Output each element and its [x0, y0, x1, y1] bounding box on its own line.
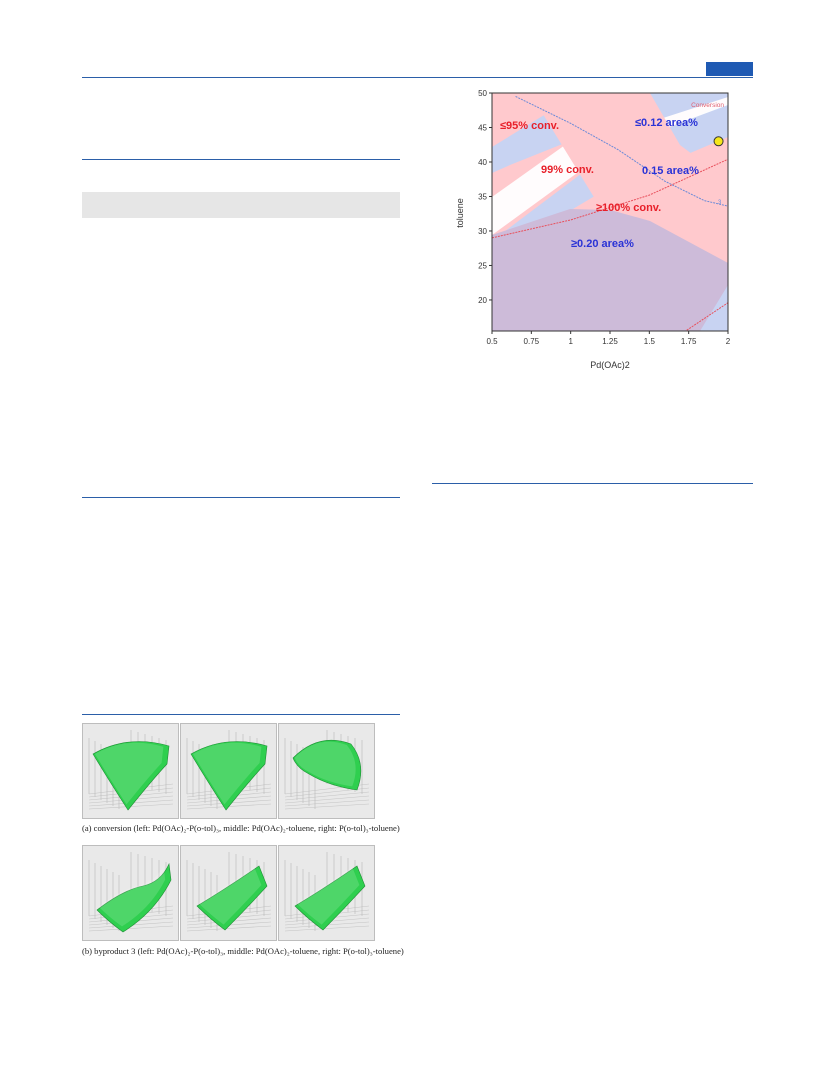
surface-panel-byprod-middle — [180, 845, 277, 941]
grid-line — [284, 925, 370, 932]
surface-mesh — [190, 741, 268, 811]
surface-highlight — [296, 867, 360, 925]
label-area-low: ≤0.12 area% — [635, 117, 698, 129]
surface-panel-byprod-right — [278, 845, 375, 941]
x-tick-label: 2 — [726, 337, 731, 346]
y-ticks: 20 25 30 35 40 45 50 — [478, 89, 492, 305]
grid-line — [284, 803, 370, 810]
label-area-high: ≥0.20 area% — [571, 238, 634, 250]
y-tick-label: 35 — [478, 192, 487, 201]
surface-mesh — [196, 865, 268, 931]
label-conv-high: ≥100% conv. — [596, 202, 661, 214]
contour-plot: 0.5 0.75 1 1.25 1.5 1.75 2 20 25 30 35 40 45 50 Pd(O… — [450, 85, 740, 375]
surface-row-b — [82, 845, 376, 941]
surface-highlight — [198, 867, 262, 925]
table-header-shade — [82, 192, 400, 218]
x-tick-label: 0.5 — [486, 337, 498, 346]
grid-line — [284, 799, 370, 807]
x-tick-label: 1.5 — [644, 337, 656, 346]
x-ticks: 0.5 0.75 1 1.25 1.5 1.75 2 — [486, 331, 731, 346]
grid-line — [186, 925, 272, 932]
surface-panel-conv-left — [82, 723, 179, 819]
grid-line — [88, 925, 174, 932]
x-tick-label: 1 — [568, 337, 573, 346]
contour-svg: 0.5 0.75 1 1.25 1.5 1.75 2 20 25 30 35 40 45 50 Pd(O… — [455, 89, 731, 370]
section-rule-2 — [82, 497, 400, 498]
section-rule-3 — [82, 714, 400, 715]
y-axis-label: toluene — [455, 198, 465, 228]
label-conv-low: ≤95% conv. — [500, 120, 559, 132]
y-tick-label: 40 — [478, 158, 487, 167]
optimum-point[interactable] — [713, 136, 724, 147]
surface-highlight — [98, 865, 166, 927]
surface-highlight — [294, 741, 356, 787]
surface-row-a — [82, 723, 376, 819]
y-tick-label: 50 — [478, 89, 487, 98]
surface-mesh — [96, 862, 172, 933]
grid-line — [284, 795, 370, 804]
region-red-lower — [530, 93, 728, 263]
conversion-contour — [492, 158, 728, 239]
label-area-mid: 0.15 area% — [642, 165, 699, 177]
page-tab — [706, 62, 753, 76]
surface-highlight — [193, 742, 262, 805]
conversion-contour — [684, 302, 728, 331]
y-tick-label: 30 — [478, 227, 487, 236]
surface-mesh — [294, 865, 366, 931]
surface-highlight — [95, 742, 164, 805]
label-conv-mid: 99% conv. — [541, 164, 594, 176]
x-tick-label: 0.75 — [524, 337, 540, 346]
surface-mesh — [92, 741, 170, 811]
region-blue-corner — [700, 285, 728, 331]
x-tick-label: 1.25 — [602, 337, 618, 346]
y-tick-label: 25 — [478, 261, 487, 270]
contour-lines — [492, 96, 728, 331]
header-rule — [82, 77, 753, 78]
section-rule-1 — [82, 159, 400, 160]
surface-panel-conv-right — [278, 723, 375, 819]
area-contour — [515, 96, 728, 207]
section-rule-right — [432, 483, 753, 484]
legend-text: Conversion — [691, 102, 724, 109]
y-tick-label: 20 — [478, 296, 487, 305]
contour-end-label: 3 — [718, 200, 722, 206]
surface-panel-conv-middle — [180, 723, 277, 819]
region-purple-bottom — [492, 215, 728, 331]
x-tick-label: 1.75 — [681, 337, 697, 346]
regions-group — [492, 93, 728, 331]
caption-a: (a) conversion (left: Pd(OAc)₂-P(o-tol)₃… — [82, 823, 400, 833]
surface-panel-byprod-left — [82, 845, 179, 941]
grid-line — [284, 791, 370, 801]
y-tick-label: 45 — [478, 123, 487, 132]
caption-b: (b) byproduct 3 (left: Pd(OAc)₂-P(o-tol)… — [82, 946, 404, 956]
surface-mesh — [292, 739, 362, 791]
x-axis-label: Pd(OAc)2 — [590, 360, 630, 370]
